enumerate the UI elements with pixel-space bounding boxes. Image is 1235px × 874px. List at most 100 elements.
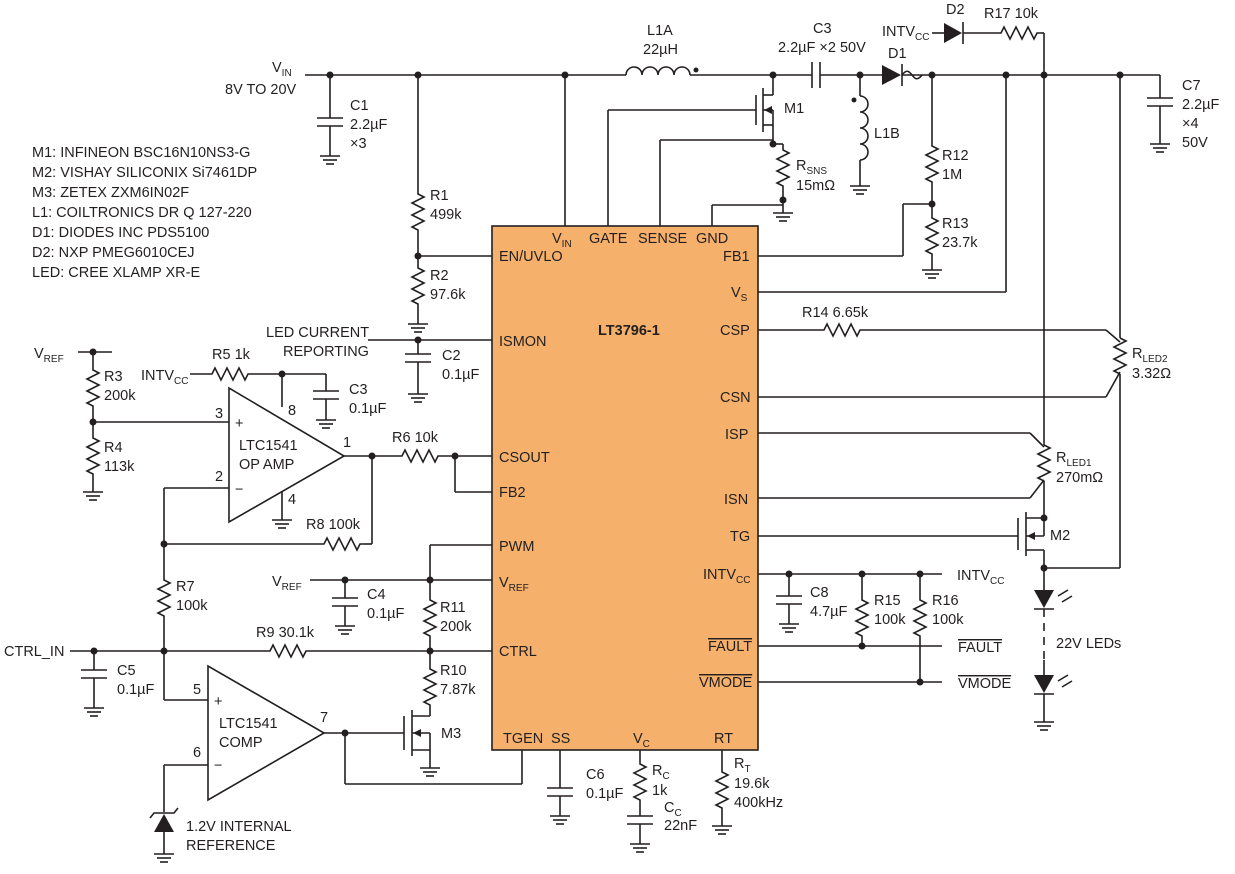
c7-name: C7 (1182, 78, 1201, 94)
r16-name: R16 (932, 593, 959, 609)
r1-value: 499k (430, 207, 462, 223)
opamp-pin1: 1 (343, 435, 351, 451)
r11-name: R11 (440, 600, 466, 616)
l1b-coil (859, 95, 869, 161)
chip-name: LT3796-1 (598, 323, 660, 339)
pin-en-uvlo: EN/UVLO (499, 249, 563, 265)
parts-list-item: D1: DIODES INC PDS5100 (32, 225, 209, 241)
comp-pin5: 5 (193, 682, 201, 698)
opamp-pin2: 2 (215, 469, 223, 485)
pin-vmode: VMODE (699, 675, 753, 691)
r1-name: R1 (430, 188, 449, 204)
m3-name: M3 (441, 726, 461, 742)
opamp-pin8: 8 (288, 403, 296, 419)
r13-name: R13 (942, 216, 969, 232)
r7-name: R7 (176, 579, 195, 595)
c5-name: C5 (117, 663, 136, 679)
rt-label: RT (734, 756, 751, 775)
parts-list-item: LED: CREE XLAMP XR-E (32, 265, 200, 281)
pin-rt: RT (714, 731, 733, 747)
r12-value: 1M (942, 167, 962, 183)
led-current-label-1: LED CURRENT (266, 325, 369, 341)
pin-vin: VIN (552, 231, 572, 250)
pin-isn: ISN (724, 492, 748, 508)
opamp-plus: + (235, 416, 243, 432)
r10-value: 7.87k (440, 682, 476, 698)
leds-label: 22V LEDs (1056, 636, 1121, 652)
r7-value: 100k (176, 598, 208, 614)
vin-label: VIN (272, 60, 292, 79)
vref-left-label: VREF (34, 346, 64, 365)
opamp-line2: OP AMP (239, 457, 294, 473)
ref-line1: 1.2V INTERNAL (186, 819, 292, 835)
vref-mid-label: VREF (272, 574, 302, 593)
parts-list: M1: INFINEON BSC16N10NS3-G M2: VISHAY SI… (32, 145, 257, 281)
r2-value: 97.6k (430, 287, 466, 303)
c8-value: 4.7µF (810, 604, 848, 620)
rled2-value: 3.32Ω (1132, 366, 1171, 382)
led-bottom (1034, 675, 1054, 693)
l1a-name: L1A (647, 23, 673, 39)
c4-value: 0.1µF (367, 606, 405, 622)
pin-vs: VS (731, 285, 748, 304)
comp-line2: COMP (219, 735, 263, 751)
l1b-name: L1B (874, 126, 900, 142)
intvcc-out-label: INTVCC (957, 568, 1004, 587)
fault-label: FAULT (958, 640, 1002, 656)
pin-ctrl: CTRL (499, 644, 537, 660)
opamp-pin3: 3 (215, 406, 223, 422)
c1-value: 2.2µF (350, 117, 388, 133)
c7-value: 2.2µF (1182, 97, 1220, 113)
m2-name: M2 (1050, 528, 1070, 544)
pin-csout: CSOUT (499, 450, 550, 466)
c7-mult: ×4 (1182, 116, 1199, 132)
parts-list-item: M2: VISHAY SILICONIX Si7461DP (32, 165, 257, 181)
vin-range: 8V TO 20V (225, 82, 297, 98)
opamp-pin4: 4 (288, 492, 296, 508)
c1-mult: ×3 (350, 136, 367, 152)
ref-line2: REFERENCE (186, 838, 276, 854)
d2-diode (944, 23, 962, 43)
pin-fb2: FB2 (499, 485, 526, 501)
rled2-label: RLED2 (1132, 346, 1168, 365)
pin-isp: ISP (725, 427, 748, 443)
pin-csn: CSN (720, 390, 751, 406)
r4-name: R4 (104, 440, 123, 456)
pin-fault: FAULT (708, 639, 752, 655)
pin-ss: SS (551, 731, 570, 747)
parts-list-item: M3: ZETEX ZXM6IN02F (32, 185, 189, 201)
c5-value: 0.1µF (117, 682, 155, 698)
comp-triangle (207, 664, 326, 802)
cc-value: 22nF (664, 818, 697, 834)
m1-name: M1 (784, 101, 804, 117)
r5-label: R5 1k (212, 347, 251, 363)
rt-value: 19.6k (734, 776, 770, 792)
pin-intvcc: INTVCC (703, 567, 750, 586)
lt3796-chip (491, 225, 759, 751)
led-top (1034, 590, 1054, 608)
r3-value: 200k (104, 388, 136, 404)
r5-intvcc-label: INTVCC (141, 368, 188, 387)
opamp-triangle (228, 386, 346, 524)
r14-label: R14 6.65k (802, 305, 869, 321)
c8-name: C8 (810, 585, 829, 601)
r8-label: R8 100k (306, 517, 361, 533)
c3-value: 2.2µF ×2 50V (778, 40, 866, 56)
opamp-minus: − (235, 482, 243, 498)
c2-name: C2 (442, 348, 461, 364)
c7-volt: 50V (1182, 135, 1208, 151)
r16-value: 100k (932, 612, 964, 628)
d2-intvcc-label: INTVCC (882, 24, 929, 43)
pin-csp: CSP (720, 323, 750, 339)
pin-ismon: ISMON (499, 334, 547, 350)
pin-gate: GATE (589, 231, 628, 247)
c2-value: 0.1µF (442, 367, 480, 383)
c1-name: C1 (350, 98, 369, 114)
pin-fb1: FB1 (723, 249, 750, 265)
r9-label: R9 30.1k (256, 625, 315, 641)
l1a-coil (625, 66, 691, 76)
r15-value: 100k (874, 612, 906, 628)
c6-value: 0.1µF (586, 786, 624, 802)
r3-name: R3 (104, 369, 123, 385)
